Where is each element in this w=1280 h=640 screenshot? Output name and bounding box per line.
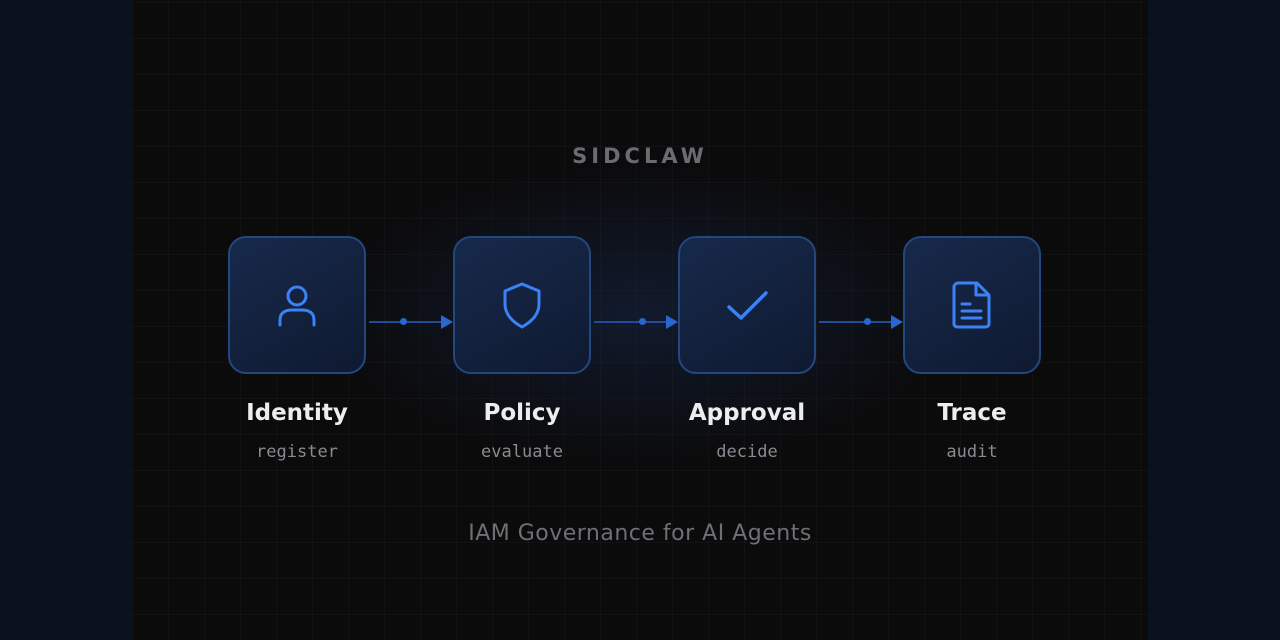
tagline: IAM Governance for AI Agents bbox=[468, 521, 812, 546]
connector-arrow bbox=[891, 315, 903, 329]
step-approval-name: Approval bbox=[688, 400, 806, 426]
step-trace-name: Trace bbox=[937, 400, 1007, 426]
check-icon bbox=[727, 291, 768, 320]
step-approval-action: decide bbox=[716, 442, 778, 462]
connector-approval-trace bbox=[819, 321, 891, 323]
connector-dot bbox=[639, 318, 646, 325]
shield-icon bbox=[503, 282, 541, 329]
step-policy-box bbox=[453, 236, 591, 374]
user-icon bbox=[278, 285, 316, 327]
step-trace-box bbox=[903, 236, 1041, 374]
connector-policy-approval bbox=[594, 321, 666, 323]
step-policy-name: Policy bbox=[483, 400, 561, 426]
step-trace-action: audit bbox=[946, 442, 998, 462]
document-icon bbox=[952, 281, 991, 329]
step-identity-name: Identity bbox=[246, 400, 348, 426]
connector-dot bbox=[864, 318, 871, 325]
step-approval-box bbox=[678, 236, 816, 374]
step-identity-action: register bbox=[256, 442, 338, 462]
connector-arrow bbox=[666, 315, 678, 329]
step-identity-box bbox=[228, 236, 366, 374]
step-policy-action: evaluate bbox=[481, 442, 563, 462]
connector-dot bbox=[400, 318, 407, 325]
brand-title: SIDCLAW bbox=[572, 144, 708, 168]
connector-arrow bbox=[441, 315, 453, 329]
